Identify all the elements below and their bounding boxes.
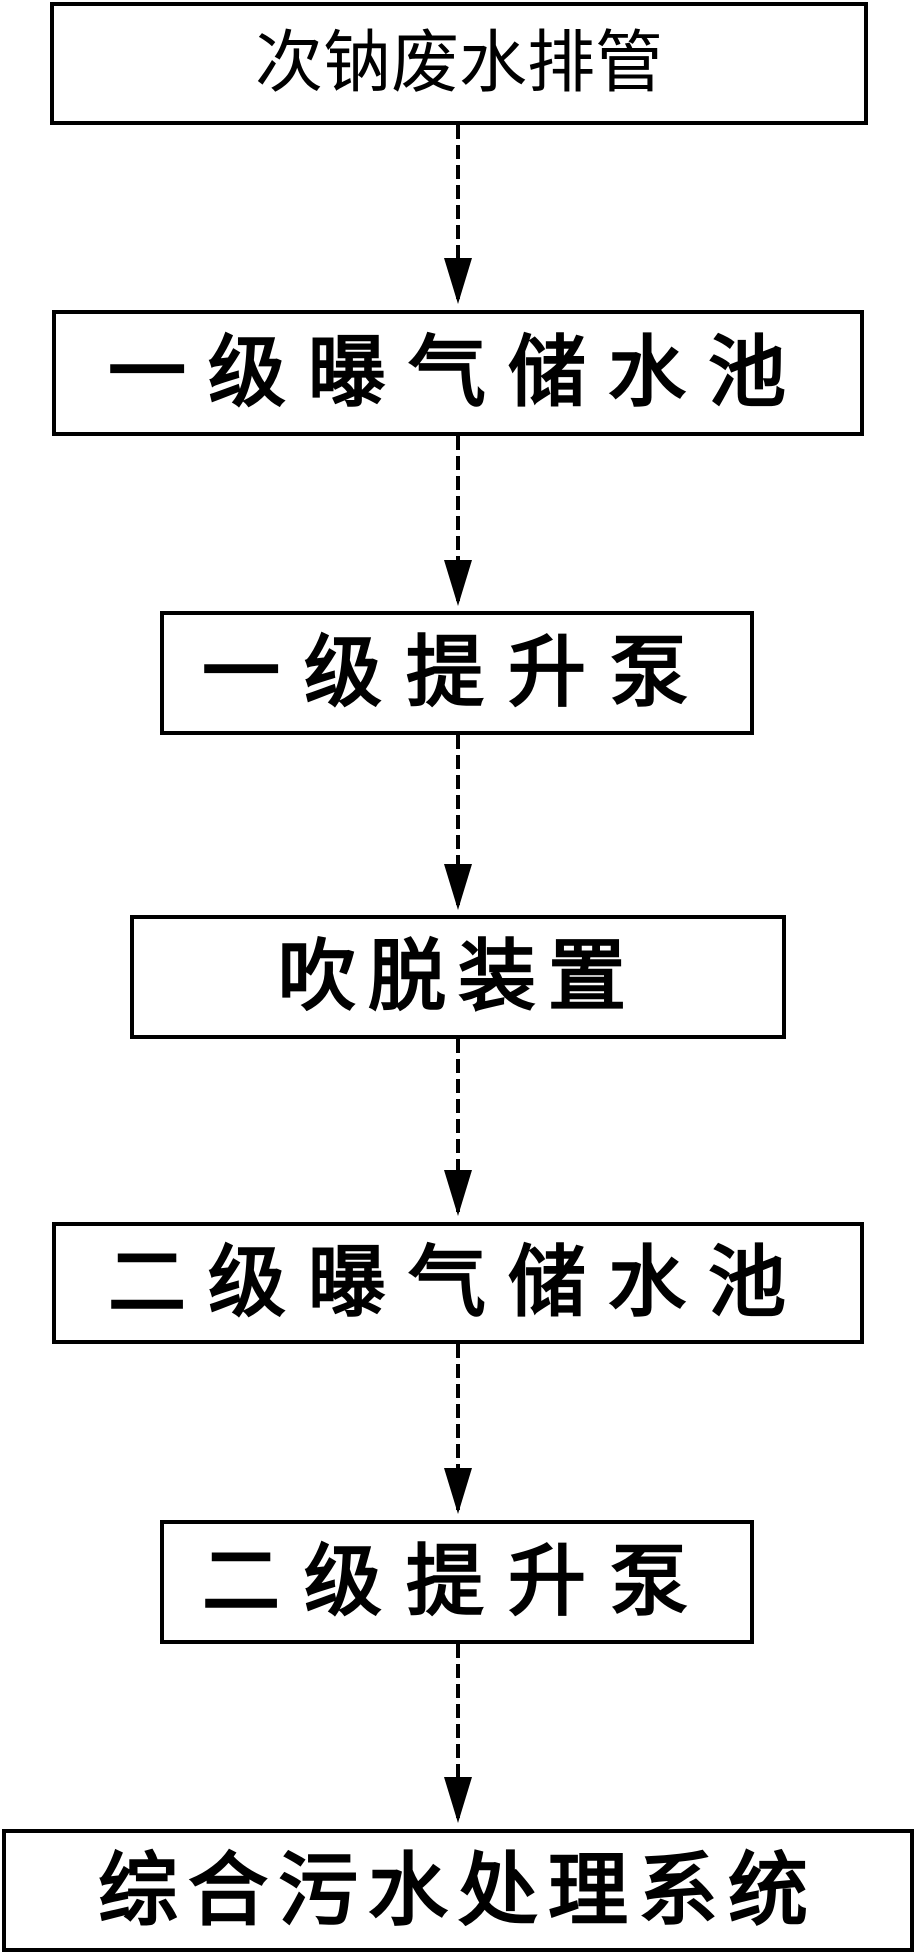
node-secondary-lift-pump: 二级提升泵 (160, 1520, 754, 1644)
node-primary-lift-pump: 一级提升泵 (160, 611, 754, 735)
arrowhead-n4 (444, 864, 472, 910)
node-stripping-device: 吹脱装置 (130, 915, 786, 1039)
arrowhead-n2 (444, 258, 472, 304)
node-integrated-wastewater-treatment-system: 综合污水处理系统 (2, 1829, 914, 1952)
node-label: 一级提升泵 (201, 628, 712, 718)
node-label: 综合污水处理系统 (98, 1843, 818, 1937)
node-label: 二级曝气储水池 (107, 1238, 808, 1328)
arrowhead-n3 (444, 560, 472, 606)
arrowhead-n6 (444, 1468, 472, 1514)
arrowhead-n7 (444, 1777, 472, 1823)
node-label: 吹脱装置 (277, 932, 638, 1022)
node-label: 一级曝气储水池 (107, 328, 808, 418)
arrowhead-n5 (444, 1170, 472, 1216)
node-label: 次钠废水排管 (254, 23, 663, 103)
node-secondary-aeration-tank: 二级曝气储水池 (52, 1222, 864, 1344)
node-label: 二级提升泵 (201, 1537, 712, 1627)
node-wastewater-discharge-pipe: 次钠废水排管 (50, 2, 868, 125)
node-primary-aeration-tank: 一级曝气储水池 (52, 310, 864, 436)
